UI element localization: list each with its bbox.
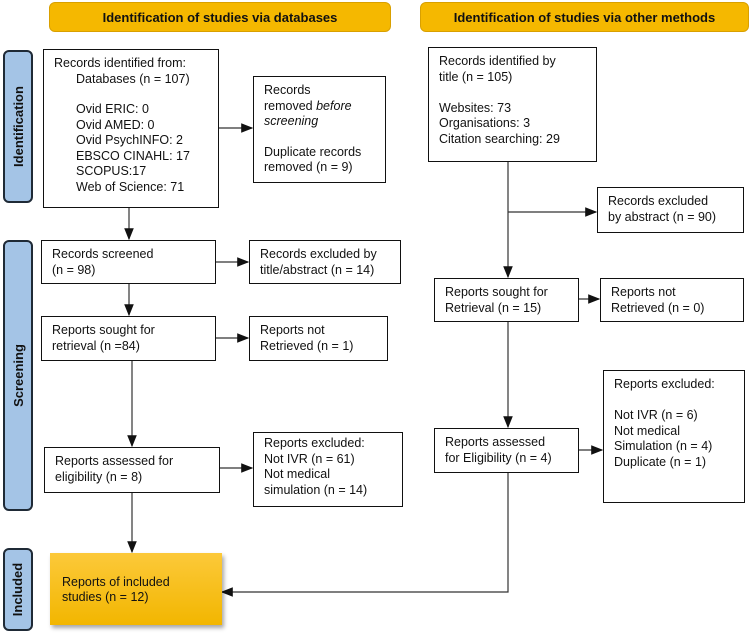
other-reports-sought: Reports sought for Retrieval (n = 15): [434, 278, 579, 322]
database-source-item: Ovid AMED: 0: [76, 117, 155, 132]
databases-count: Databases (n = 107): [76, 71, 190, 86]
records-identified-other: Records identified by title (n = 105) We…: [428, 47, 597, 162]
other-reports-excluded: Reports excluded: Not IVR (n = 6) Not me…: [603, 370, 745, 503]
records-removed-before-screening: Records removed before screening Duplica…: [253, 76, 386, 183]
reports-not-retrieved: Reports not Retrieved (n = 1): [249, 316, 388, 361]
text: before: [316, 98, 352, 113]
database-source-item: EBSCO CINAHL: 17: [76, 148, 190, 163]
stage-identification: Identification: [3, 50, 33, 203]
records-excluded-title-abstract: Records excluded by title/abstract (n = …: [249, 240, 401, 284]
records-screened: Records screened (n = 98): [41, 240, 216, 284]
reports-sought-retrieval: Reports sought for retrieval (n =84): [41, 316, 216, 361]
stage-label: Identification: [10, 86, 26, 167]
header-databases: Identification of studies via databases: [49, 2, 391, 32]
other-reports-assessed: Reports assessed for Eligibility (n = 4): [434, 428, 579, 473]
other-reports-not-retrieved: Reports not Retrieved (n = 0): [600, 278, 744, 322]
database-source-item: SCOPUS:17: [76, 164, 147, 178]
database-source-item: Web of Science: 71: [76, 179, 185, 194]
box-title: Records identified from:: [54, 56, 187, 70]
text: screening: [264, 114, 319, 128]
reports-assessed-eligibility: Reports assessed for eligibility (n = 8): [44, 447, 220, 493]
text: Records: [264, 83, 311, 97]
stage-label: Screening: [10, 344, 26, 407]
database-source-item: Ovid ERIC: 0: [76, 102, 149, 116]
database-source-item: Ovid PsychINFO: 2: [76, 133, 183, 147]
reports-included-studies: Reports of included studies (n = 12): [50, 553, 222, 625]
stage-screening: Screening: [3, 240, 33, 511]
header-other-methods: Identification of studies via other meth…: [420, 2, 749, 32]
stage-included: Included: [3, 548, 33, 631]
records-excluded-abstract: Records excluded by abstract (n = 90): [597, 187, 744, 233]
stage-label: Included: [10, 562, 26, 617]
reports-excluded: Reports excluded: Not IVR (n = 61) Not m…: [253, 432, 403, 507]
records-identified-databases: Records identified from: Databases (n = …: [43, 49, 219, 208]
text: removed (n = 9): [264, 160, 353, 174]
text: Duplicate records: [264, 144, 362, 159]
text: removed: [264, 98, 317, 113]
